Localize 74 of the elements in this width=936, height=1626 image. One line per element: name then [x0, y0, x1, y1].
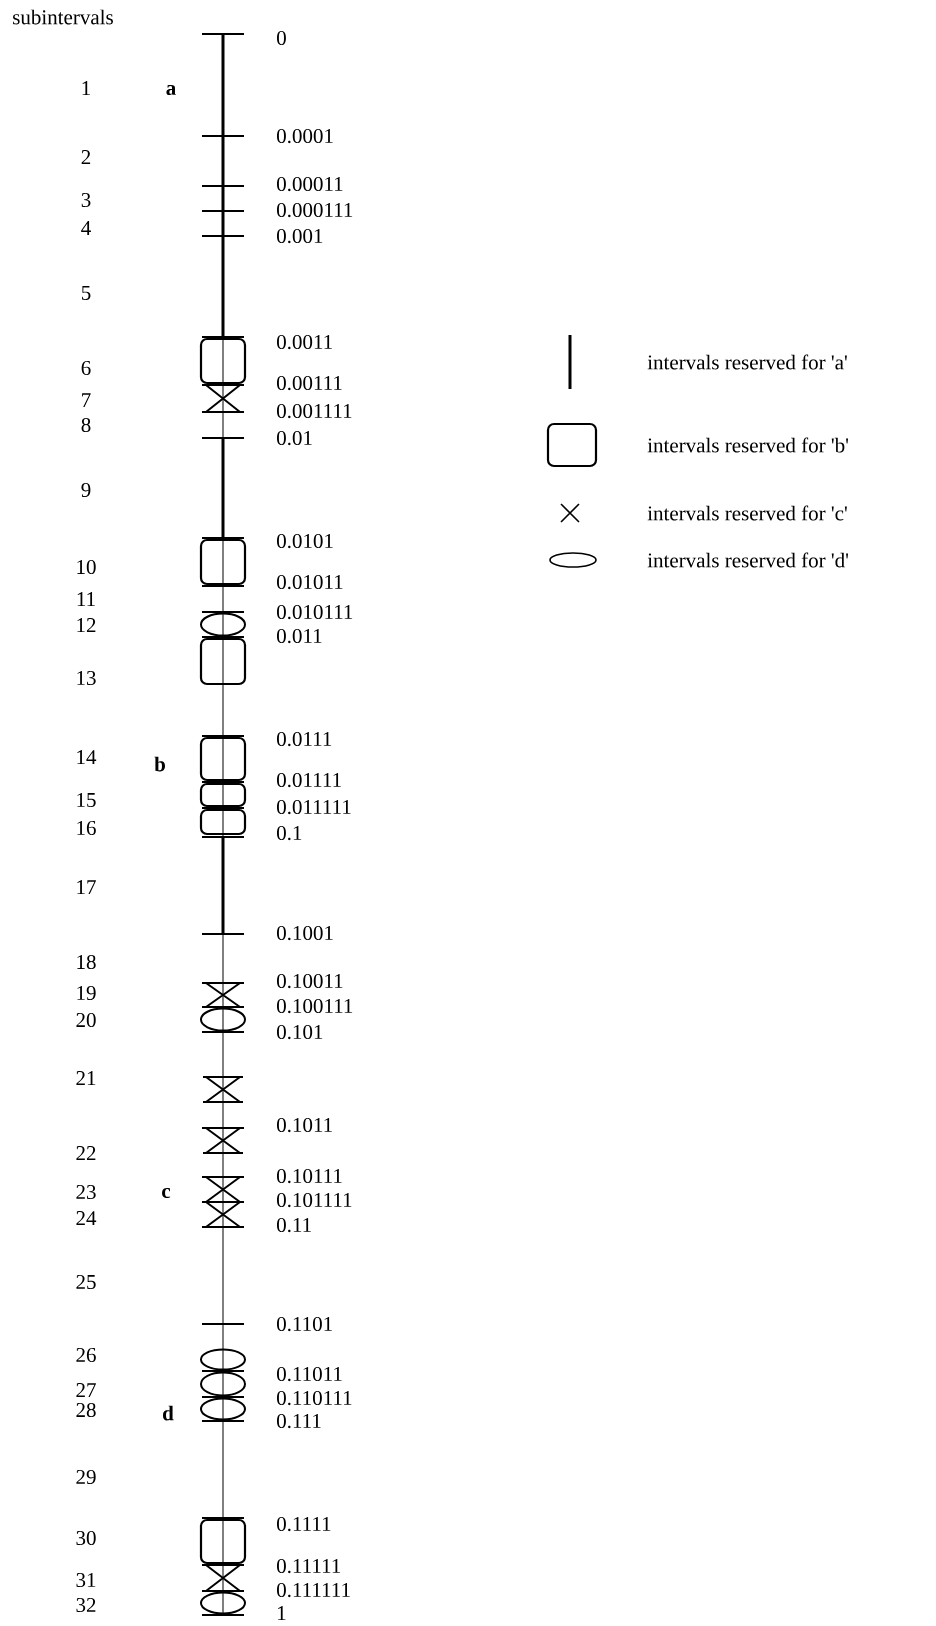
- subinterval-number: 2: [81, 150, 91, 164]
- subinterval-number: 21: [76, 1071, 96, 1085]
- legend-label: intervals reserved for 'b': [647, 437, 849, 453]
- subinterval-number: 15: [77, 793, 96, 808]
- subinterval-number: 14: [77, 750, 97, 764]
- subinterval-number: 13: [77, 670, 96, 686]
- subinterval-number: 24: [76, 1211, 97, 1225]
- boundary-value: 0.01111: [277, 772, 341, 788]
- boundary-value: 0.1: [277, 825, 302, 841]
- boundary-value: 0.011111: [277, 799, 351, 815]
- boundary-value: 0.1011: [277, 1117, 332, 1133]
- axis-title: subintervals: [13, 9, 113, 25]
- boundary-value: 0.10111: [277, 1168, 342, 1184]
- symbol-letter: b: [154, 756, 165, 772]
- boundary-value: 0.01: [277, 430, 312, 446]
- boundary-value: 0.111: [277, 1413, 321, 1429]
- boundary-value: 0.0111: [277, 731, 332, 747]
- boundary-value: 0.001111: [277, 403, 352, 419]
- boundary-value: 0.0011: [277, 334, 332, 350]
- boundary-value: 0.11011: [277, 1366, 342, 1382]
- subinterval-number: 8: [81, 417, 91, 433]
- subinterval-number: 1: [82, 81, 90, 95]
- subinterval-number: 17: [77, 880, 96, 894]
- symbol-letter: d: [163, 1405, 174, 1421]
- subinterval-number: 11: [77, 592, 95, 606]
- subinterval-number: 29: [76, 1469, 96, 1485]
- boundary-value: 0.0101: [277, 533, 333, 549]
- boundary-value: 0.0001: [277, 128, 333, 144]
- subinterval-number: 12: [77, 618, 96, 632]
- legend-label: intervals reserved for 'a': [647, 354, 847, 370]
- boundary-value: 0.100111: [277, 998, 353, 1014]
- boundary-value: 0.10011: [277, 973, 343, 989]
- subinterval-number: 26: [76, 1347, 96, 1363]
- boundary-value: 0.111111: [277, 1582, 350, 1598]
- boundary-value: 0.101: [277, 1024, 323, 1040]
- subinterval-number: 16: [77, 820, 96, 836]
- subinterval-number: 10: [77, 559, 96, 575]
- subinterval-number: 22: [76, 1146, 96, 1160]
- symbol-letter: a: [166, 85, 176, 96]
- boundary-value: 0.011: [277, 628, 322, 644]
- legend-label: intervals reserved for 'c': [647, 505, 847, 521]
- boundary-value: 0.11111: [277, 1558, 341, 1574]
- subinterval-number: 28: [76, 1402, 96, 1418]
- boundary-value: 0.01011: [277, 574, 343, 590]
- subinterval-number: 5: [81, 286, 91, 300]
- boundary-value: 0.1111: [277, 1516, 331, 1532]
- boundary-value: 0.1101: [277, 1316, 332, 1332]
- boundary-value: 0.000111: [277, 202, 353, 218]
- subinterval-number: 19: [77, 985, 96, 1001]
- subinterval-number: 25: [76, 1274, 96, 1290]
- subinterval-number: 6: [81, 360, 91, 376]
- legend-label: intervals reserved for 'd': [647, 552, 849, 568]
- subinterval-number: 7: [82, 393, 91, 407]
- subinterval-number: 20: [76, 1012, 96, 1028]
- boundary-value: 0.11: [277, 1217, 311, 1233]
- boundary-value: 0.00111: [277, 375, 342, 391]
- boundary-value: 0.010111: [277, 604, 353, 620]
- boundary-value: 0.110111: [277, 1390, 352, 1406]
- subinterval-number: 3: [81, 192, 91, 208]
- boundary-value: 1: [278, 1606, 286, 1620]
- subinterval-number: 31: [76, 1572, 96, 1588]
- boundary-value: 0: [277, 30, 286, 46]
- subinterval-number: 30: [76, 1530, 96, 1546]
- symbol-letter: c: [162, 1187, 171, 1199]
- subinterval-number: 27: [76, 1383, 96, 1397]
- subinterval-number: 4: [81, 221, 91, 235]
- boundary-value: 0.1001: [277, 925, 333, 941]
- boundary-value: 0.001: [277, 228, 323, 244]
- subinterval-number: 23: [76, 1184, 96, 1200]
- subinterval-number: 18: [77, 954, 96, 970]
- boundary-value: 0.101111: [277, 1192, 352, 1208]
- boundary-value: 0.00011: [277, 176, 343, 192]
- subinterval-number: 32: [76, 1597, 96, 1613]
- subinterval-number: 9: [81, 482, 91, 498]
